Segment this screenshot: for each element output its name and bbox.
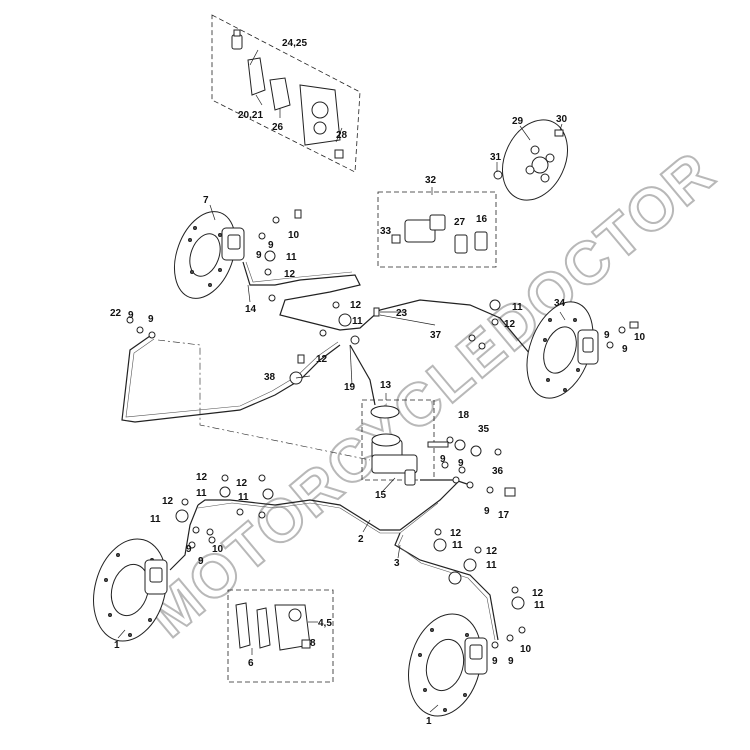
- callout-9-i: 9: [484, 506, 490, 517]
- callout-27: 27: [454, 217, 466, 228]
- callout-1-b: 1: [426, 716, 432, 727]
- callout-19: 19: [344, 382, 356, 393]
- callout-12-a: 12: [284, 269, 296, 280]
- callout-9-c: 9: [128, 310, 134, 321]
- callout-12-e: 12: [196, 472, 208, 483]
- callout-12-f: 12: [236, 478, 248, 489]
- callout-9-j: 9: [186, 544, 192, 555]
- rear-right-caliper: [577, 329, 599, 365]
- rear-caliper-kit-box: [211, 14, 361, 173]
- callout-11-h: 11: [486, 560, 497, 571]
- front-left-caliper: [144, 559, 168, 595]
- callout-12-i: 12: [486, 546, 498, 557]
- callout-13: 13: [380, 380, 392, 391]
- callout-15: 15: [375, 490, 387, 501]
- callout-36: 36: [492, 466, 504, 477]
- rear-left-brake-disc: [174, 211, 236, 299]
- callout-9-d: 9: [148, 314, 154, 325]
- callout-38: 38: [264, 372, 276, 383]
- callout-7: 7: [203, 195, 209, 206]
- callout-35: 35: [478, 424, 490, 435]
- callout-2: 2: [358, 534, 364, 545]
- master-cylinder-kit-box: [377, 191, 497, 268]
- callout-34: 34: [554, 298, 566, 309]
- callout-9-g: 9: [440, 454, 446, 465]
- callout-9-l: 9: [492, 656, 498, 667]
- callout-11-g: 11: [452, 540, 463, 551]
- callout-10-a: 10: [288, 230, 300, 241]
- callout-6: 6: [248, 658, 254, 669]
- callout-29: 29: [512, 116, 524, 127]
- callout-11-c: 11: [512, 302, 523, 313]
- callout-9-e: 9: [604, 330, 610, 341]
- callout-4-5: 4,5: [318, 618, 332, 629]
- callout-10-c: 10: [212, 544, 224, 555]
- callout-30: 30: [556, 114, 568, 125]
- callout-12-h: 12: [450, 528, 462, 539]
- rear-left-caliper: [221, 227, 245, 261]
- callout-9-k: 9: [198, 556, 204, 567]
- reservoir-box: [361, 399, 435, 481]
- callout-11-d: 11: [196, 488, 207, 499]
- callout-32: 32: [425, 175, 437, 186]
- callout-11-e: 11: [238, 492, 249, 503]
- callout-14: 14: [245, 304, 257, 315]
- master-cylinder: [370, 405, 418, 486]
- callout-11-i: 11: [534, 600, 545, 611]
- callout-11-b: 11: [352, 316, 363, 327]
- callout-12-j: 12: [532, 588, 544, 599]
- master-cylinder-kit: [391, 214, 488, 254]
- callout-24-25: 24,25: [282, 38, 307, 49]
- callout-17: 17: [498, 510, 510, 521]
- callout-12-g: 12: [162, 496, 174, 507]
- front-right-caliper: [464, 637, 488, 675]
- callout-9-f: 9: [622, 344, 628, 355]
- callout-12-d: 12: [316, 354, 328, 365]
- callout-37: 37: [430, 330, 442, 341]
- front-caliper-exploded-kit: [235, 602, 311, 651]
- callout-26: 26: [272, 122, 284, 133]
- front-caliper-kit-box: [227, 589, 334, 683]
- front-right-brake-disc: [408, 613, 482, 717]
- callout-3: 3: [394, 558, 400, 569]
- leader-lines: [117, 49, 566, 713]
- callout-28: 28: [336, 130, 348, 141]
- brake-pipes: [121, 261, 546, 641]
- callout-10-b: 10: [634, 332, 646, 343]
- callout-18: 18: [458, 410, 470, 421]
- callout-23: 23: [396, 308, 408, 319]
- fasteners: [126, 209, 639, 649]
- disc-29: [493, 119, 568, 201]
- callout-16: 16: [476, 214, 488, 225]
- callout-20-21: 20,21: [238, 110, 263, 121]
- callout-22: 22: [110, 308, 122, 319]
- callout-9-a: 9: [268, 240, 274, 251]
- callout-9-b: 9: [256, 250, 262, 261]
- reference-line-rear: [157, 339, 371, 461]
- callout-10-d: 10: [520, 644, 532, 655]
- callout-31: 31: [490, 152, 502, 163]
- callout-11-f: 11: [150, 514, 161, 525]
- callout-12-c: 12: [504, 319, 516, 330]
- callout-9-m: 9: [508, 656, 514, 667]
- callout-12-b: 12: [350, 300, 362, 311]
- callout-labels: 24,25 20,21 26 28 29 30 31 32 7 27 16 33…: [110, 38, 646, 727]
- callout-8: 8: [310, 638, 316, 649]
- callout-33: 33: [380, 226, 392, 237]
- rear-caliper-exploded-kit: [231, 29, 344, 159]
- callout-9-h: 9: [458, 458, 464, 469]
- callout-1-a: 1: [114, 640, 120, 651]
- callout-11-a: 11: [286, 252, 297, 263]
